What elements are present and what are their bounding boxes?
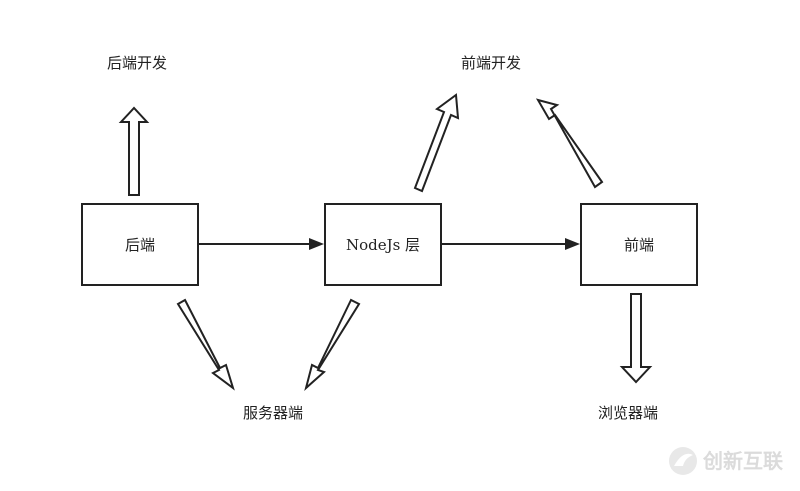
watermark-text: 创新互联 <box>702 449 783 473</box>
label-frontend-dev: 前端开发 <box>461 54 521 72</box>
label-backend-dev: 后端开发 <box>107 54 167 72</box>
arrow-backend-to-nodejs <box>199 238 324 250</box>
arrow-nodejs-to-frontend <box>442 238 580 250</box>
label-server-side: 服务器端 <box>243 404 303 422</box>
arrow-nodejs-to-server <box>304 298 361 391</box>
arrow-nodejs-to-frontend-dev <box>413 93 460 193</box>
arrow-frontend-to-browser <box>619 293 653 384</box>
nodejs-label: NodeJs 层 <box>346 236 420 254</box>
backend-box <box>81 203 199 286</box>
arrow-frontend-to-frontend-dev <box>535 98 604 189</box>
frontend-label: 前端 <box>624 236 654 254</box>
frontend-box <box>580 203 698 286</box>
watermark-logo: 创新互联 <box>669 447 783 475</box>
backend-label: 后端 <box>125 236 155 254</box>
arrow-backend-to-backend-dev <box>118 106 150 196</box>
label-browser-side: 浏览器端 <box>598 404 658 422</box>
arrow-backend-to-server <box>176 298 235 391</box>
nodejs-box <box>324 203 442 286</box>
